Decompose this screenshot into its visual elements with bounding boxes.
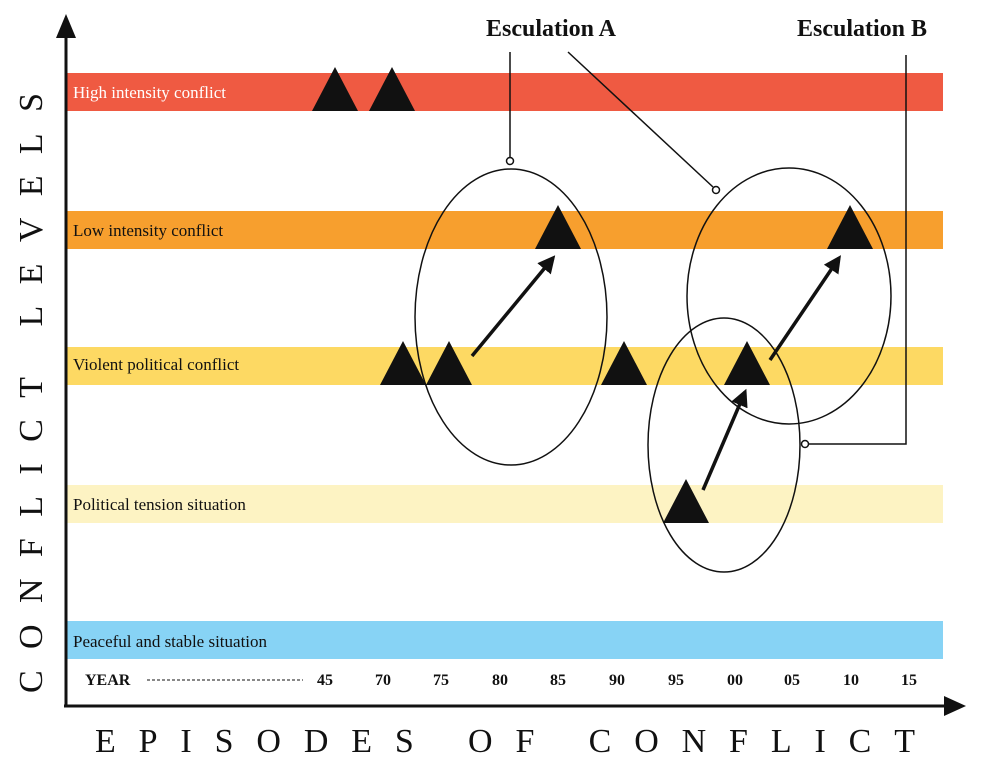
tick-00: 00 — [727, 672, 743, 689]
band-high-intensity — [66, 73, 943, 111]
escalation-b-lower-circle — [647, 317, 801, 573]
band-label-violent-political: Violent political conflict — [73, 355, 239, 374]
event-triangle-violent-00 — [724, 341, 770, 385]
event-triangle-high-45 — [312, 67, 358, 111]
tick-75: 75 — [433, 672, 449, 689]
band-label-high-intensity: High intensity conflict — [73, 83, 226, 102]
x-axis-arrowhead — [944, 696, 966, 716]
event-triangle-tension-95 — [663, 479, 709, 523]
tick-10: 10 — [843, 672, 859, 689]
band-low-intensity — [66, 211, 943, 249]
escalation-b-arrow-upper — [768, 255, 841, 361]
year-label: YEAR — [85, 672, 131, 689]
band-political-tension — [66, 485, 943, 523]
tick-85: 85 — [550, 672, 566, 689]
event-triangle-violent-75 — [426, 341, 472, 385]
event-triangle-high-70 — [369, 67, 415, 111]
escalation-b-arrow-lower — [701, 388, 748, 491]
tick-05: 05 — [784, 672, 800, 689]
x-axis-title: EPISODES OF CONFLICT — [95, 723, 915, 760]
tick-95: 95 — [668, 672, 684, 689]
escalation-a-leader-dot-right — [711, 185, 721, 195]
tick-70: 70 — [375, 672, 391, 689]
event-triangle-low-10 — [827, 205, 873, 249]
escalation-a-leader-right — [567, 51, 714, 188]
band-label-low-intensity: Low intensity conflict — [73, 221, 223, 240]
escalation-b-label: Esculation B — [797, 16, 927, 42]
band-peaceful-stable — [66, 621, 943, 659]
y-axis-arrowhead — [56, 14, 76, 38]
escalation-b-upper-circle — [686, 167, 892, 425]
tick-90: 90 — [609, 672, 625, 689]
escalation-a-circle — [414, 168, 608, 466]
band-label-political-tension: Political tension situation — [73, 495, 246, 514]
escalation-b-leader-dot — [800, 439, 810, 449]
escalation-a-label: Esculation A — [486, 16, 617, 42]
escalation-b-leader — [808, 55, 907, 445]
event-triangle-violent-70 — [380, 341, 426, 385]
tick-45: 45 — [317, 672, 333, 689]
y-axis-title: CONFLICT LEVELS — [13, 93, 50, 693]
escalation-a-arrow — [470, 255, 556, 358]
tick-80: 80 — [492, 672, 508, 689]
event-triangle-low-85 — [535, 205, 581, 249]
escalation-a-leader-dot-left — [505, 156, 515, 166]
band-label-peaceful-stable: Peaceful and stable situation — [73, 632, 268, 651]
tick-15: 15 — [901, 672, 917, 689]
band-violent-political — [66, 347, 943, 385]
event-triangle-violent-90 — [601, 341, 647, 385]
